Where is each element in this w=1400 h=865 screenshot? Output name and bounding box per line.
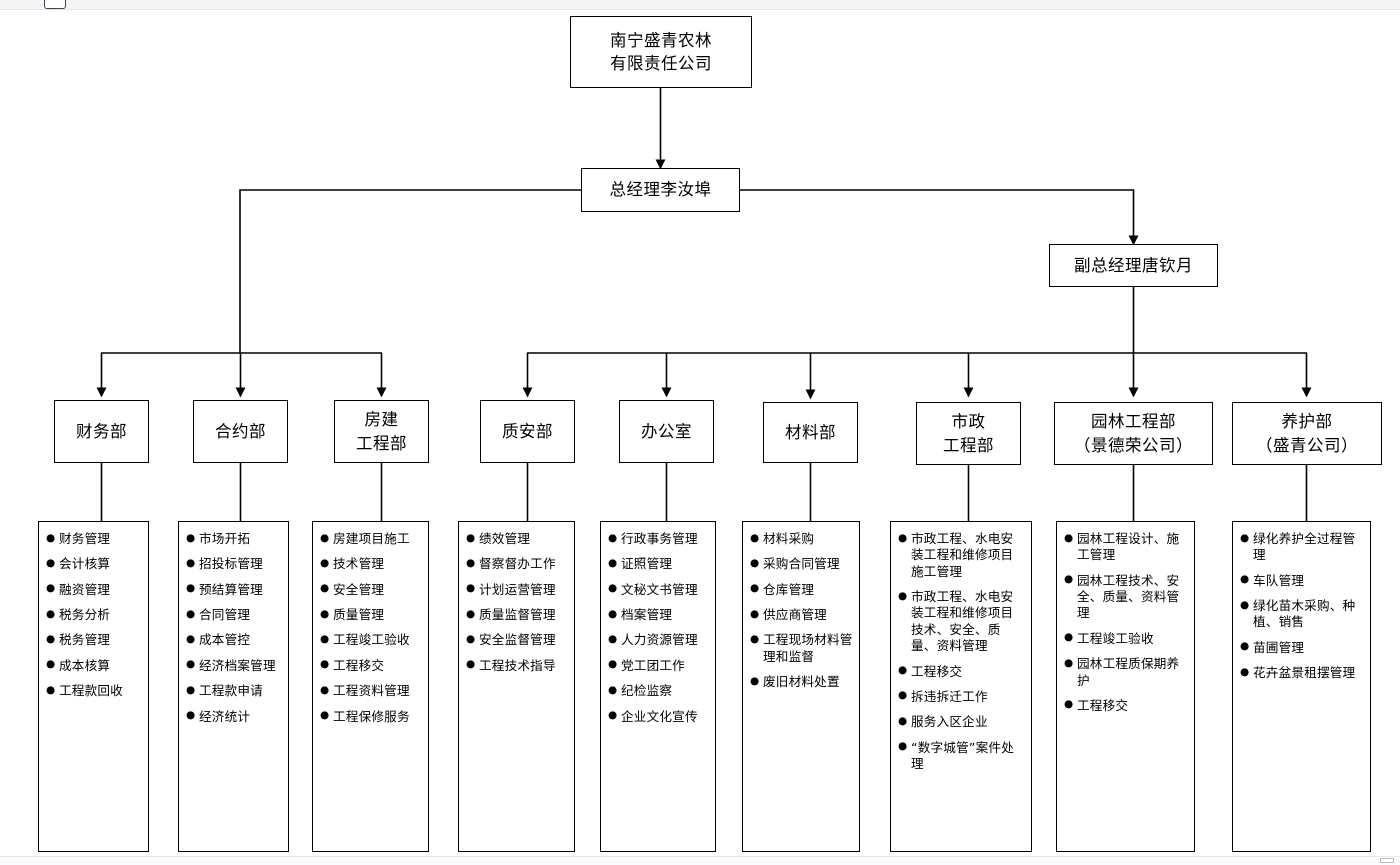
duty-item: 预结算管理 bbox=[186, 581, 282, 598]
duty-item: 工程竣工验收 bbox=[320, 632, 422, 648]
duty-box-maintenance: 绿化养护全过程管理车队管理绿化苗木采购、种植、销售苗圃管理花卉盆景租摆管理 bbox=[1232, 521, 1371, 852]
duty-item: 成本管控 bbox=[186, 632, 282, 648]
duty-item: 安全管理 bbox=[320, 581, 422, 598]
duty-item: 安全监督管理 bbox=[466, 632, 568, 648]
duty-item: 供应商管理 bbox=[750, 607, 853, 623]
duty-item: 纪检监察 bbox=[608, 683, 709, 699]
duty-item: 园林工程设计、施工管理 bbox=[1064, 531, 1188, 564]
duty-item: 工程竣工验收 bbox=[1064, 630, 1188, 647]
duty-item: 税务管理 bbox=[46, 632, 142, 648]
duty-item: 花卉盆景租摆管理 bbox=[1240, 665, 1364, 681]
duty-item: 质量管理 bbox=[320, 607, 422, 623]
duty-item: 绿化养护全过程管理 bbox=[1240, 531, 1364, 564]
duty-item: 证照管理 bbox=[608, 556, 709, 572]
duty-item: 园林工程质保期养护 bbox=[1064, 656, 1188, 689]
duty-item: 融资管理 bbox=[46, 581, 142, 598]
duty-item: 市政工程、水电安装工程和维修项目施工管理 bbox=[898, 530, 1025, 580]
duty-item: 工程移交 bbox=[1064, 697, 1188, 714]
node-dept-office[interactable]: 办公室 bbox=[619, 400, 714, 463]
duty-item: 工程移交 bbox=[320, 657, 422, 674]
node-general-manager[interactable]: 总经理李汝埠 bbox=[581, 168, 740, 212]
duty-item: 服务入区企业 bbox=[898, 714, 1025, 730]
duty-item: 工程移交 bbox=[898, 663, 1025, 680]
node-deputy-general-manager[interactable]: 副总经理唐钦月 bbox=[1049, 244, 1218, 287]
duty-item: 督察督办工作 bbox=[466, 556, 568, 572]
browser-bottom-strip bbox=[0, 856, 1400, 865]
duty-item: 绿化苗木采购、种植、销售 bbox=[1240, 598, 1364, 631]
duty-box-landscape-engineering: 园林工程设计、施工管理园林工程技术、安全、质量、资料管理工程竣工验收园林工程质保… bbox=[1056, 521, 1195, 852]
duty-box-building-engineering: 房建项目施工技术管理安全管理质量管理工程竣工验收工程移交工程资料管理工程保修服务 bbox=[312, 521, 429, 852]
duty-box-office: 行政事务管理证照管理文秘文书管理档案管理人力资源管理党工团工作纪检监察企业文化宣… bbox=[600, 521, 716, 852]
duty-item: 拆违拆迁工作 bbox=[898, 688, 1025, 705]
duty-item: 采购合同管理 bbox=[750, 556, 853, 572]
duty-item: 绩效管理 bbox=[466, 530, 568, 547]
duty-item: 市场开拓 bbox=[186, 530, 282, 547]
duty-item: 招投标管理 bbox=[186, 556, 282, 572]
duty-item: 计划运营管理 bbox=[466, 581, 568, 598]
duty-item: “数字城管”案件处理 bbox=[898, 739, 1025, 773]
node-dept-maintenance[interactable]: 养护部 （盛青公司） bbox=[1232, 402, 1382, 465]
duty-item: 经济统计 bbox=[186, 708, 282, 725]
duty-item: 人力资源管理 bbox=[608, 632, 709, 648]
duty-item: 房建项目施工 bbox=[320, 530, 422, 547]
duty-item: 会计核算 bbox=[46, 556, 142, 572]
duty-list-building-engineering: 房建项目施工技术管理安全管理质量管理工程竣工验收工程移交工程资料管理工程保修服务 bbox=[320, 530, 422, 725]
duty-item: 工程现场材料管理和监督 bbox=[750, 632, 853, 665]
duty-item: 技术管理 bbox=[320, 556, 422, 572]
duty-item: 合同管理 bbox=[186, 607, 282, 623]
node-dept-municipal-engineering[interactable]: 市政 工程部 bbox=[916, 402, 1021, 465]
duty-item: 工程技术指导 bbox=[466, 657, 568, 674]
duty-box-contract: 市场开拓招投标管理预结算管理合同管理成本管控经济档案管理工程款申请经济统计 bbox=[178, 521, 289, 852]
duty-box-materials: 材料采购采购合同管理仓库管理供应商管理工程现场材料管理和监督废旧材料处置 bbox=[742, 521, 860, 852]
node-dept-contract[interactable]: 合约部 bbox=[193, 400, 288, 463]
duty-item: 文秘文书管理 bbox=[608, 581, 709, 598]
duty-item: 档案管理 bbox=[608, 607, 709, 623]
tab-nub bbox=[44, 0, 66, 9]
duty-item: 仓库管理 bbox=[750, 581, 853, 598]
duty-item: 财务管理 bbox=[46, 530, 142, 547]
duty-item: 材料采购 bbox=[750, 530, 853, 547]
duty-list-office: 行政事务管理证照管理文秘文书管理档案管理人力资源管理党工团工作纪检监察企业文化宣… bbox=[608, 530, 709, 725]
browser-top-strip bbox=[0, 0, 1400, 10]
duty-box-finance: 财务管理会计核算融资管理税务分析税务管理成本核算工程款回收 bbox=[38, 521, 149, 852]
node-dept-building-engineering[interactable]: 房建 工程部 bbox=[334, 400, 429, 463]
duty-box-quality-safety: 绩效管理督察督办工作计划运营管理质量监督管理安全监督管理工程技术指导 bbox=[458, 521, 575, 852]
duty-item: 成本核算 bbox=[46, 657, 142, 674]
duty-item: 废旧材料处置 bbox=[750, 674, 853, 690]
duty-item: 行政事务管理 bbox=[608, 530, 709, 547]
node-dept-materials[interactable]: 材料部 bbox=[763, 402, 858, 463]
duty-item: 工程款申请 bbox=[186, 683, 282, 699]
duty-item: 税务分析 bbox=[46, 607, 142, 623]
duty-item: 苗圃管理 bbox=[1240, 639, 1364, 656]
duty-list-finance: 财务管理会计核算融资管理税务分析税务管理成本核算工程款回收 bbox=[46, 530, 142, 700]
duty-item: 工程保修服务 bbox=[320, 708, 422, 725]
duty-item: 工程款回收 bbox=[46, 683, 142, 699]
resize-grip[interactable] bbox=[1380, 858, 1394, 863]
duty-item: 党工团工作 bbox=[608, 657, 709, 674]
duty-list-contract: 市场开拓招投标管理预结算管理合同管理成本管控经济档案管理工程款申请经济统计 bbox=[186, 530, 282, 725]
node-dept-landscape-engineering[interactable]: 园林工程部 （景德荣公司） bbox=[1054, 402, 1213, 465]
node-dept-quality-safety[interactable]: 质安部 bbox=[480, 400, 575, 463]
duty-item: 质量监督管理 bbox=[466, 607, 568, 623]
duty-list-municipal-engineering: 市政工程、水电安装工程和维修项目施工管理市政工程、水电安装工程和维修项目技术、安… bbox=[898, 530, 1025, 773]
duty-list-materials: 材料采购采购合同管理仓库管理供应商管理工程现场材料管理和监督废旧材料处置 bbox=[750, 530, 853, 691]
duty-item: 工程资料管理 bbox=[320, 683, 422, 699]
duty-item: 车队管理 bbox=[1240, 572, 1364, 589]
duty-list-landscape-engineering: 园林工程设计、施工管理园林工程技术、安全、质量、资料管理工程竣工验收园林工程质保… bbox=[1064, 531, 1188, 714]
duty-list-quality-safety: 绩效管理督察督办工作计划运营管理质量监督管理安全监督管理工程技术指导 bbox=[466, 530, 568, 674]
duty-item: 市政工程、水电安装工程和维修项目技术、安全、质量、资料管理 bbox=[898, 589, 1025, 654]
duty-item: 经济档案管理 bbox=[186, 657, 282, 674]
duty-item: 企业文化宣传 bbox=[608, 708, 709, 725]
duty-list-maintenance: 绿化养护全过程管理车队管理绿化苗木采购、种植、销售苗圃管理花卉盆景租摆管理 bbox=[1240, 531, 1364, 682]
duty-box-municipal-engineering: 市政工程、水电安装工程和维修项目施工管理市政工程、水电安装工程和维修项目技术、安… bbox=[890, 521, 1032, 852]
node-company-root[interactable]: 南宁盛青农林 有限责任公司 bbox=[570, 16, 752, 88]
node-dept-finance[interactable]: 财务部 bbox=[54, 400, 149, 463]
duty-item: 园林工程技术、安全、质量、资料管理 bbox=[1064, 572, 1188, 622]
